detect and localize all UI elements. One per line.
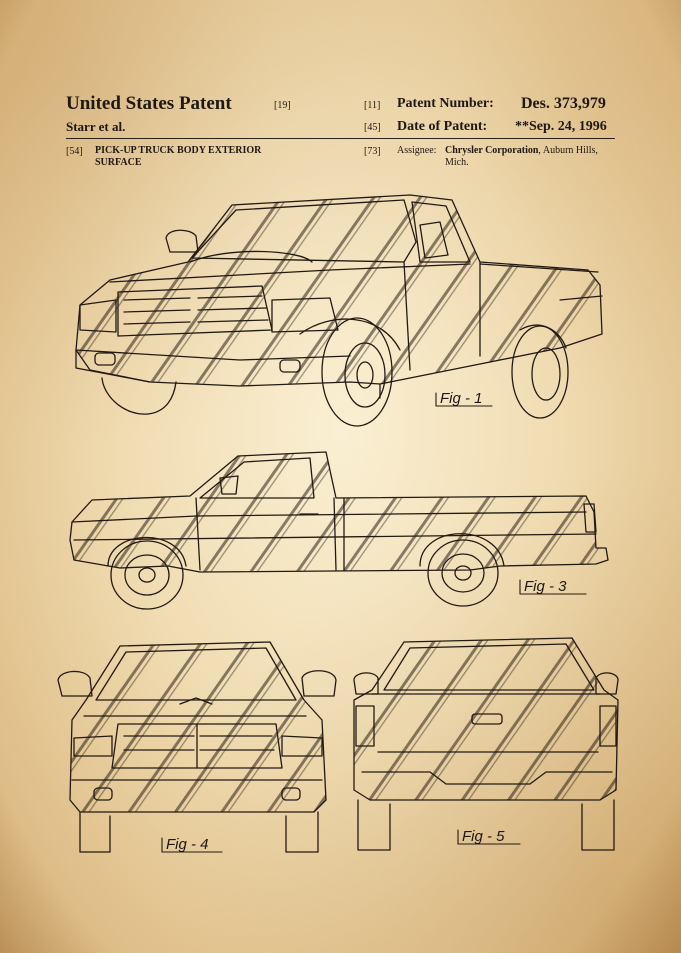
assignee-location: , Auburn Hills, [538,145,598,156]
figure-4-label: Fig - 4 [166,836,209,853]
figure-5-label: Fig - 5 [462,828,505,845]
figure-4-front-view [57,641,337,853]
code-73: [73] [364,146,381,157]
code-11: [11] [364,100,381,111]
assignee-company: Chrysler Corporation [445,145,539,156]
figure-1-label: Fig - 1 [440,390,483,407]
figure-1-perspective-view [75,194,603,427]
date-value: **Sep. 24, 1996 [515,119,607,134]
invention-title-line2: SURFACE [95,157,142,168]
figure-1-callout [435,392,493,407]
patent-title: United States Patent [66,93,232,114]
figure-5-rear-view [353,637,619,851]
assignee-location-line2: Mich. [445,157,469,168]
figure-4-callout [161,837,223,853]
patent-number: Des. 373,979 [521,95,606,112]
code-54: [54] [66,146,83,157]
invention-title: PICK-UP TRUCK BODY EXTERIOR SURFACE [95,145,295,169]
code-19: [19] [274,100,291,111]
date-label: Date of Patent: [397,119,488,134]
inventor-name: Starr et al. [66,119,126,134]
figure-3-side-view [69,451,609,610]
patent-number-label: Patent Number: [397,96,494,111]
figure-3-label: Fig - 3 [524,578,567,595]
figure-3-callout [519,579,587,595]
invention-title-line1: PICK-UP TRUCK BODY EXTERIOR [95,145,262,156]
assignee-value: Chrysler Corporation, Auburn Hills, Mich… [445,145,615,169]
patent-header: United States Patent [19] Starr et al. [… [66,88,615,173]
header-rule [66,138,615,139]
figure-5-callout [457,829,521,845]
assignee-label: Assignee: [397,145,437,156]
code-45: [45] [364,122,381,133]
